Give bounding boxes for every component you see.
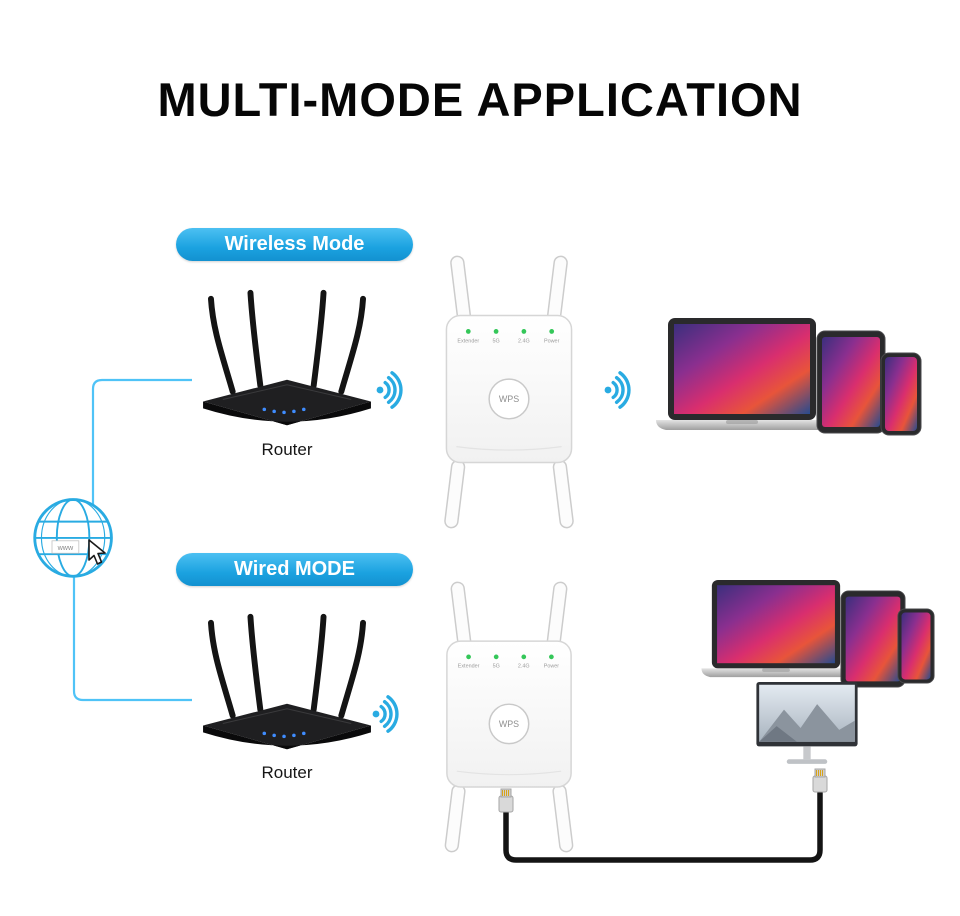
line-internet-to-router1 — [91, 378, 192, 505]
wifi-extender-wireless: Extender 5G 2.4G Power WPS — [424, 252, 594, 532]
router-image-wireless — [192, 283, 382, 441]
rj45-connector-icon — [496, 786, 516, 814]
led-label-5g: 5G — [493, 664, 500, 670]
mouse-cursor-icon — [86, 538, 108, 566]
phone-icon — [897, 608, 935, 684]
laptop-icon — [698, 580, 854, 684]
phone-icon — [880, 352, 922, 436]
extender-led-lights — [465, 329, 555, 334]
led-label-extender: Extender — [458, 664, 480, 670]
led-label-power: Power — [544, 664, 560, 670]
led-label-5g: 5G — [492, 338, 499, 344]
wireless-mode-badge-label: Wireless Mode — [224, 233, 365, 255]
www-label: www — [57, 544, 74, 552]
wps-button-label: WPS — [499, 394, 519, 404]
led-label-extender: Extender — [457, 338, 479, 344]
laptop-icon — [652, 318, 832, 438]
tablet-icon — [840, 590, 906, 688]
wired-mode-badge-label: Wired MODE — [234, 558, 355, 580]
ethernet-cable — [503, 790, 823, 863]
page-title: MULTI-MODE APPLICATION — [157, 73, 803, 126]
internet-globe-icon: www — [27, 490, 123, 605]
wifi-extender-wired: Extender 5G 2.4G Power WPS — [424, 578, 594, 856]
wps-button — [488, 378, 530, 420]
wps-button — [488, 703, 530, 745]
router-label-wired: Router — [261, 763, 313, 782]
router-image-wired — [192, 607, 382, 765]
line-internet-to-router2 — [72, 577, 192, 702]
led-label-24g: 2.4G — [518, 338, 530, 344]
wps-button-label: WPS — [499, 719, 519, 729]
router-antennas — [208, 289, 366, 395]
monitor-icon — [752, 682, 862, 774]
led-label-power: Power — [544, 338, 560, 344]
led-label-24g: 2.4G — [518, 664, 530, 670]
extender-led-lights — [466, 654, 554, 660]
rj45-connector-icon — [810, 766, 830, 794]
router-antennas — [208, 613, 366, 719]
tablet-icon — [816, 330, 886, 434]
wifi-signal-icon — [602, 368, 646, 412]
wireless-mode-badge: Wireless Mode — [176, 228, 413, 261]
wifi-signal-icon — [370, 692, 414, 736]
router-label-wireless: Router — [261, 440, 313, 459]
wifi-signal-icon — [374, 368, 418, 412]
wired-mode-badge: Wired MODE — [176, 553, 413, 586]
